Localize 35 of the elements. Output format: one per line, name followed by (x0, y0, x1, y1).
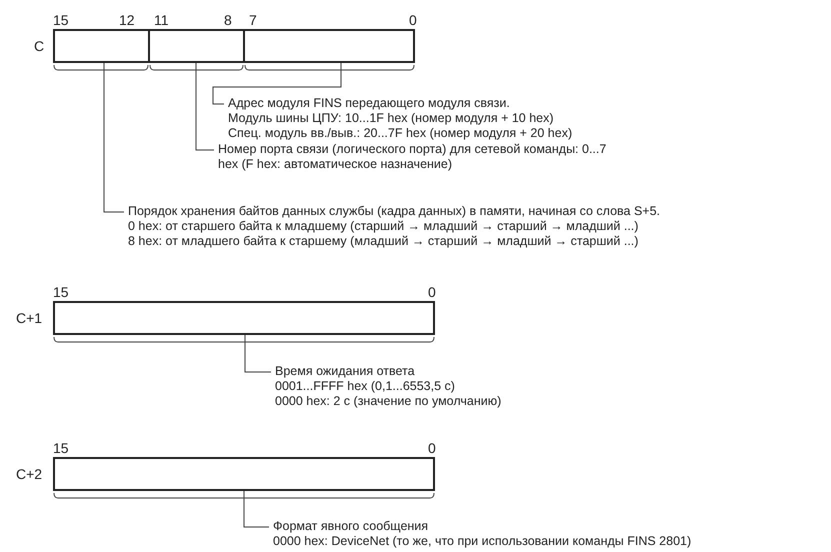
annotation-text: 0 hex: от старшего байта к младшему (старший → младший → старший → младший ...) (128, 219, 640, 234)
annotation-text: Формат явного сообщения (273, 519, 430, 534)
annotation-text: 0000 hex: 2 с (значение по умолчанию) (275, 394, 502, 409)
bit-field (148, 29, 245, 63)
leader-line (244, 334, 272, 372)
annotation-text: Адрес модуля FINS передающего модуля связи. (228, 96, 511, 111)
bit-label: 8 (224, 12, 232, 28)
leader-line (196, 62, 214, 150)
bit-label: 0 (428, 284, 436, 300)
bit-field (53, 301, 435, 335)
annotation-text: 8 hex: от младшего байта к старшему (младший → старший → младший → старший ...) (128, 234, 640, 249)
bit-field (53, 29, 150, 63)
bit-label: 0 (428, 440, 436, 456)
bit-label: 15 (53, 440, 69, 456)
bit-field (243, 29, 415, 63)
annotation-text: Модуль шины ЦПУ: 10...1F hex (номер модуля + 10 hex) (228, 111, 555, 126)
annotation-text: Порядок хранения байтов данных службы (кадра данных) в памяти, начиная со слова S+5. (128, 204, 660, 219)
annotation-text: Время ожидания ответа (275, 364, 416, 379)
leader-line (244, 490, 270, 528)
bit-label: 15 (53, 12, 69, 28)
annotation-text: 0001...FFFF hex (0,1...6553,5 с) (275, 379, 456, 394)
bit-label: C (34, 38, 44, 54)
annotation-text: Номер порта связи (логического порта) для сетевой команды: 0...7 hex (F hex: автоматическое назначение) (218, 142, 608, 172)
annotation-text: Спец. модуль вв./выв.: 20...7F hex (номер модуля + 20 hex) (228, 126, 572, 141)
bit-field (53, 457, 435, 491)
bit-label: 11 (154, 12, 169, 28)
bit-label: 12 (119, 12, 135, 28)
leader-line (212, 62, 342, 104)
bit-label: C+1 (16, 310, 42, 326)
bit-label: 7 (249, 12, 257, 28)
bit-label: 15 (53, 284, 69, 300)
bit-label: 0 (409, 12, 417, 28)
bit-label: C+2 (16, 466, 42, 482)
leader-line (104, 62, 124, 212)
annotation-text: 0000 hex: DeviceNet (то же, что при использовании команды FINS 2801) (273, 534, 692, 549)
